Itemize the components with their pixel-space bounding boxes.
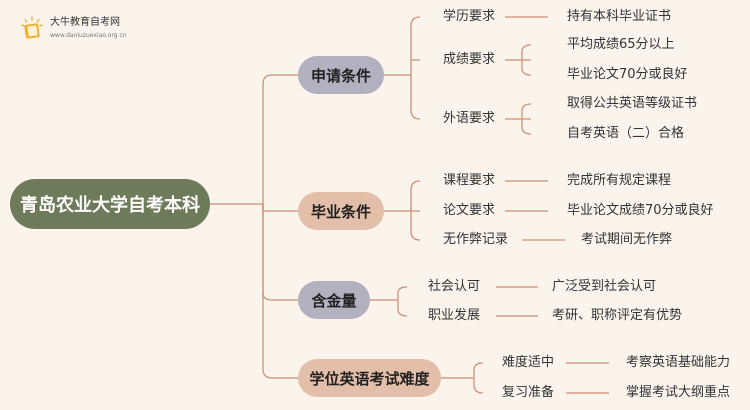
item-label: 复习准备 [502, 385, 555, 400]
branch-node-english-exam: 学位英语考试难度 [298, 359, 441, 397]
item-detail: 考研、职称评定有优势 [552, 308, 683, 323]
item-detail: 考察英语基础能力 [626, 355, 731, 370]
root-node: 青岛农业大学自考本科 [10, 179, 210, 229]
item-detail: 掌握考试大纲重点 [626, 385, 731, 400]
branch-node-application: 申请条件 [298, 56, 384, 94]
b2-fork [410, 180, 421, 241]
item-detail: 毕业论文成绩70分或良好 [567, 203, 714, 218]
trunk-mid [262, 204, 298, 212]
watermark-title: 大牛教育自考网 [50, 17, 120, 28]
watermark-url: www.daniuzuexiao.org.cn [50, 32, 127, 39]
b3-fork [397, 286, 408, 317]
b4-fork [473, 362, 484, 394]
item-detail: 自考英语（二）合格 [567, 126, 685, 141]
site-watermark: 大牛教育自考网 www.daniuzuexiao.org.cn [20, 16, 127, 40]
item-label: 难度适中 [502, 355, 555, 370]
item-label: 职业发展 [428, 308, 481, 323]
item-label: 社会认可 [428, 279, 481, 294]
book-icon [20, 16, 44, 39]
branch-node-value: 含金量 [298, 281, 370, 319]
item-label: 外语要求 [443, 111, 496, 126]
trunk-down-2 [262, 204, 298, 379]
item-detail: 考试期间无作弊 [581, 232, 673, 247]
item-label: 无作弊记录 [443, 232, 509, 247]
item-detail: 取得公共英语等级证书 [567, 96, 698, 111]
trunk-up [262, 74, 298, 204]
b1-fork [410, 16, 421, 120]
item-detail: 广泛受到社会认可 [552, 279, 657, 294]
branch-node-graduation: 毕业条件 [298, 192, 384, 230]
item-detail: 完成所有规定课程 [567, 173, 672, 188]
item-label: 课程要求 [443, 173, 496, 188]
item-label: 成绩要求 [443, 52, 496, 67]
item-detail: 毕业论文70分或良好 [567, 67, 688, 82]
item-detail: 平均成绩65分以上 [567, 37, 675, 52]
b1-f3 [521, 103, 532, 135]
item-detail: 持有本科毕业证书 [567, 9, 672, 24]
b1-f2 [521, 44, 532, 76]
item-label: 学历要求 [443, 9, 496, 24]
item-label: 论文要求 [443, 203, 496, 218]
trunk-down-1 [262, 204, 298, 301]
